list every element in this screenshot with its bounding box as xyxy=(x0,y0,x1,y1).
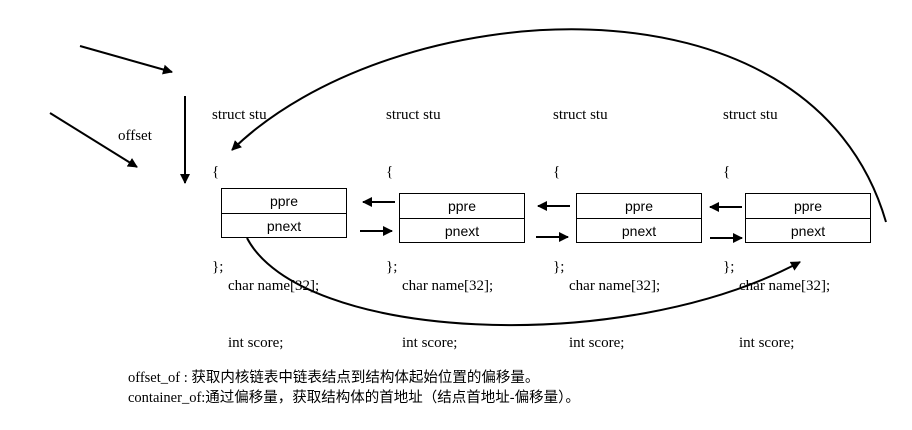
list-head-box-1: ppre pnext xyxy=(221,188,347,238)
ppre-field: ppre xyxy=(400,194,524,219)
field-score: int score; xyxy=(569,335,625,351)
struct-close-brace-4: }; xyxy=(723,259,735,275)
ppre-field: ppre xyxy=(222,189,346,214)
pnext-field: pnext xyxy=(444,223,480,239)
struct-open-brace: { xyxy=(212,164,220,180)
struct-header: struct stu xyxy=(553,107,608,123)
wraparound-pnext-arc xyxy=(246,237,801,327)
offset-label: offset xyxy=(118,128,152,144)
caption-container-of: container_of:通过偏移量，获取结构体的首地址（结点首地址-偏移量）。 xyxy=(128,390,580,406)
field-name: char name[32]; xyxy=(739,278,831,294)
pointer-arrow-upper xyxy=(79,45,173,75)
pnext-field: pnext xyxy=(790,223,826,239)
ppre-field: ppre xyxy=(577,194,701,219)
field-name: char name[32]; xyxy=(228,278,320,294)
pointer-arrow-lower xyxy=(49,112,138,168)
struct-open-brace: { xyxy=(553,164,561,180)
struct-header: struct stu xyxy=(386,107,441,123)
wraparound-ppre-arc xyxy=(231,28,887,223)
field-score: int score; xyxy=(228,335,284,351)
list-head-box-4: ppre pnext xyxy=(745,193,871,243)
struct-close-brace-1: }; xyxy=(212,259,224,275)
pnext-field: pnext xyxy=(266,218,302,234)
struct-open-brace: { xyxy=(723,164,731,180)
field-score: int score; xyxy=(739,335,795,351)
pnext-field: pnext xyxy=(621,223,657,239)
struct-header: struct stu xyxy=(212,107,267,123)
struct-close-brace-3: }; xyxy=(553,259,565,275)
list-head-box-2: ppre pnext xyxy=(399,193,525,243)
field-name: char name[32]; xyxy=(402,278,494,294)
list-head-box-3: ppre pnext xyxy=(576,193,702,243)
struct-header: struct stu xyxy=(723,107,778,123)
struct-open-brace: { xyxy=(386,164,394,180)
struct-close-brace-2: }; xyxy=(386,259,398,275)
ppre-field: ppre xyxy=(746,194,870,219)
field-score: int score; xyxy=(402,335,458,351)
field-name: char name[32]; xyxy=(569,278,661,294)
caption-offset-of: offset_of : 获取内核链表中链表结点到结构体起始位置的偏移量。 xyxy=(128,370,540,386)
